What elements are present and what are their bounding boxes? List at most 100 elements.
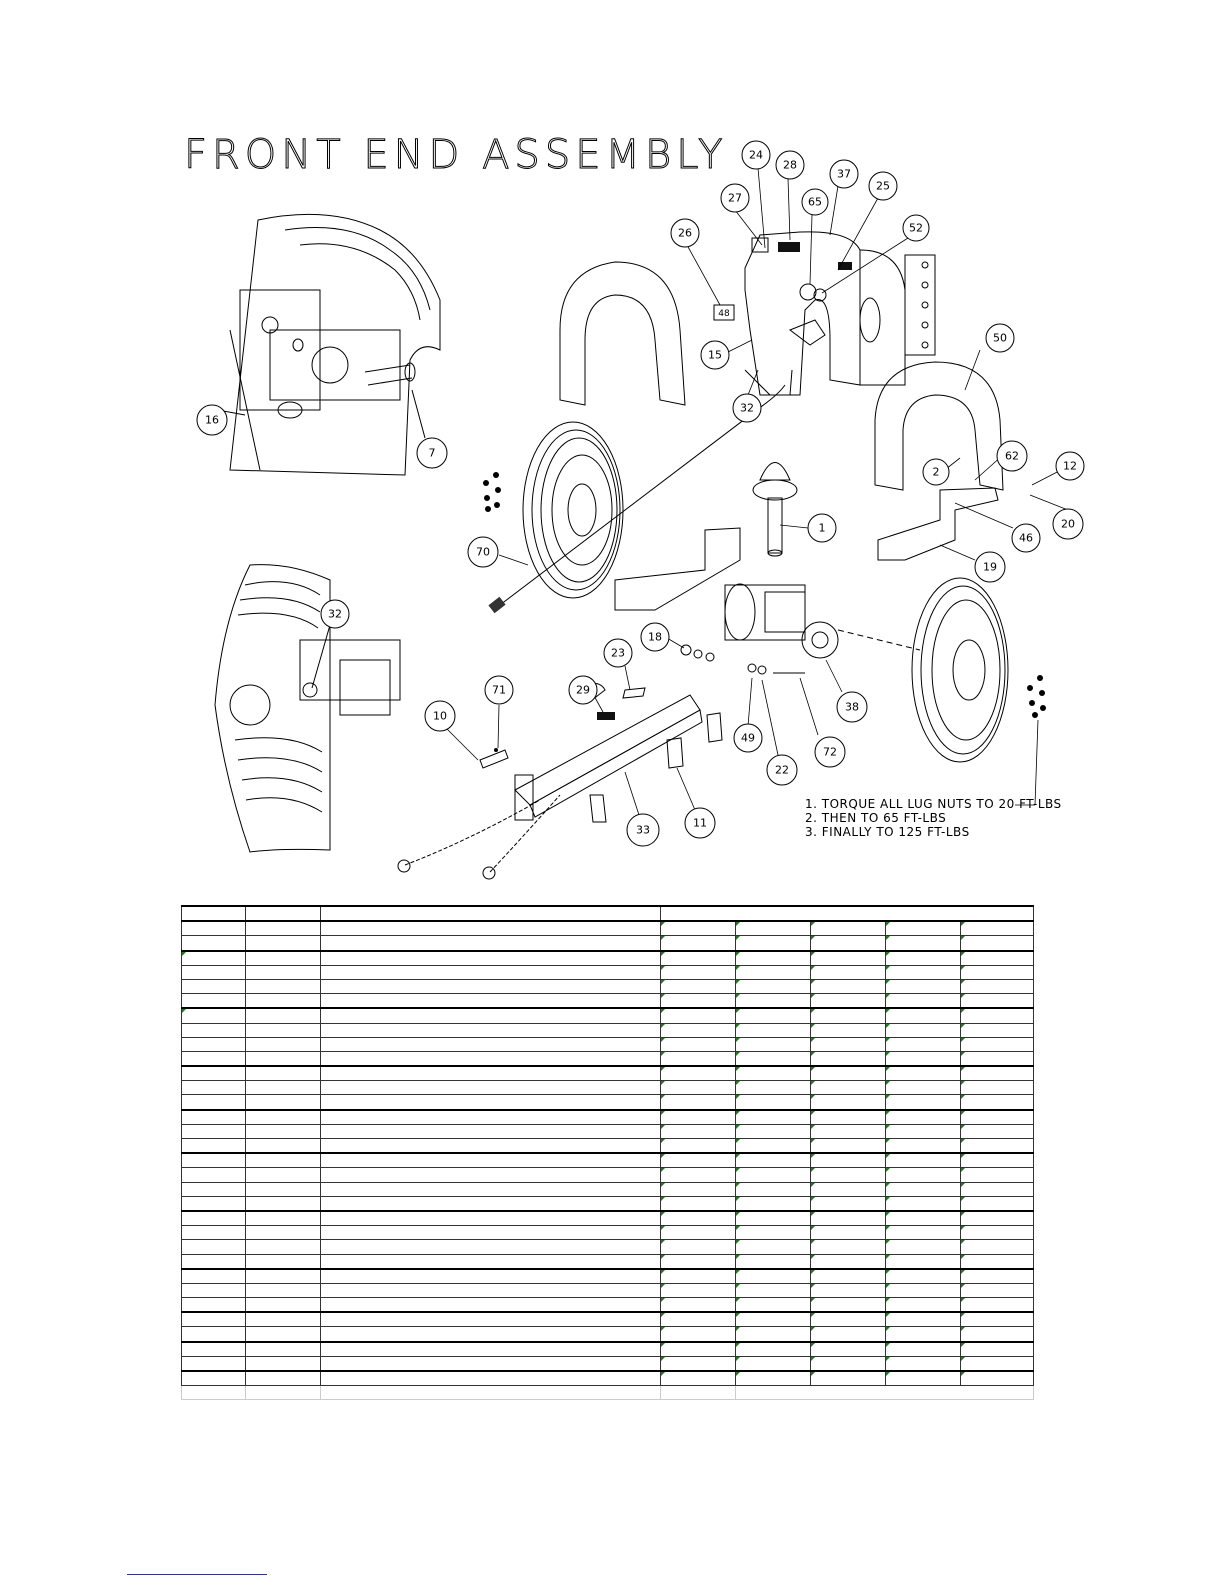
parts-list-table: [181, 904, 1035, 1401]
svg-text:2: 2: [933, 466, 940, 479]
table-cell: [245, 1268, 321, 1284]
table-cell: [735, 921, 811, 937]
table-cell: [885, 950, 961, 966]
table-cell: [959, 1109, 1035, 1125]
table-cell: [959, 1167, 1035, 1183]
parts-grid: [181, 904, 1035, 1401]
svg-text:49: 49: [741, 732, 755, 745]
table-cell: [735, 1094, 811, 1111]
footer-link-underline[interactable]: [127, 1574, 267, 1575]
table-cell: [181, 1094, 246, 1111]
table-cell: [245, 1254, 321, 1270]
table-cell: [660, 979, 736, 995]
table-cell: [959, 1066, 1035, 1082]
table-row: [181, 935, 1035, 952]
table-row: [181, 1326, 1035, 1343]
table-cell: [181, 1225, 246, 1241]
table-cell: [959, 1283, 1035, 1299]
table-cell: [959, 1239, 1035, 1255]
svg-text:50: 50: [993, 332, 1007, 345]
table-cell: [181, 1124, 246, 1140]
table-cell: [181, 993, 246, 1010]
table-cell: [959, 1153, 1035, 1169]
table-cell: [959, 1051, 1035, 1068]
table-cell: [660, 1080, 736, 1096]
table-cell: [181, 1182, 246, 1197]
svg-text:7: 7: [429, 447, 436, 460]
table-row: [181, 1254, 1035, 1270]
wheel-left: [483, 421, 624, 599]
table-cell: [245, 1051, 321, 1068]
fender-right: [874, 361, 1004, 491]
table-cell: [320, 979, 661, 995]
table-cell: [245, 1341, 321, 1357]
table-cell: [245, 1210, 321, 1227]
table-cell: [810, 1008, 886, 1024]
table-cell: [810, 1124, 886, 1140]
table-cell: [245, 1080, 321, 1096]
table-row: [181, 1225, 1035, 1241]
table-cell: [735, 1210, 811, 1227]
table-cell: [735, 1109, 811, 1125]
table-header-cell: [320, 904, 661, 923]
table-cell: [810, 1037, 886, 1052]
table-cell: [245, 1326, 321, 1343]
callout-20: 20: [1052, 508, 1084, 540]
svg-text:46: 46: [1019, 532, 1033, 545]
table-cell: [810, 1254, 886, 1270]
table-cell: [885, 1283, 961, 1299]
svg-text:71: 71: [492, 684, 506, 697]
svg-text:11: 11: [693, 817, 707, 830]
table-cell: [660, 1023, 736, 1038]
table-row: [181, 1371, 1035, 1387]
table-cell: [181, 1066, 246, 1082]
table-row: [181, 1051, 1035, 1068]
table-cell: [245, 1153, 321, 1169]
table-cell: [660, 1371, 736, 1387]
svg-text:29: 29: [576, 684, 590, 697]
table-cell: [810, 1239, 886, 1255]
table-cell: [660, 965, 736, 980]
callout-65: 65: [801, 188, 829, 216]
table-cell: [245, 1283, 321, 1299]
table-cell: [181, 1023, 246, 1038]
table-cell: [181, 1196, 246, 1212]
page-title: FRONT END ASSEMBLY: [184, 132, 728, 178]
table-cell: [320, 1268, 661, 1284]
callout-16: 16: [196, 404, 228, 436]
table-cell: [810, 921, 886, 937]
table-cell: [885, 1138, 961, 1155]
svg-text:18: 18: [648, 631, 662, 644]
svg-text:52: 52: [909, 222, 923, 235]
table-row: [181, 1109, 1035, 1125]
table-cell: [885, 965, 961, 980]
table-cell: [245, 950, 321, 966]
svg-text:38: 38: [845, 701, 859, 714]
table-cell: [959, 935, 1035, 952]
callout-15: 15: [700, 340, 730, 370]
table-cell: [320, 1297, 661, 1314]
table-row: [181, 1008, 1035, 1024]
table-cell: [320, 1153, 661, 1169]
table-cell: [885, 935, 961, 952]
table-cell: [735, 1254, 811, 1270]
table-cell: [660, 1196, 736, 1212]
table-cell: [885, 1080, 961, 1096]
table-cell: [245, 1037, 321, 1052]
table-cell: [885, 1225, 961, 1241]
svg-text:22: 22: [775, 764, 789, 777]
table-cell: [959, 1210, 1035, 1227]
table-cell: [660, 1341, 736, 1357]
table-cell: [735, 1341, 811, 1357]
callout-70: 70: [467, 536, 499, 568]
table-cell: [245, 1297, 321, 1314]
svg-text:23: 23: [611, 647, 625, 660]
table-cell: [245, 935, 321, 952]
table-cell: [660, 1109, 736, 1125]
table-header-row: [181, 904, 1035, 923]
table-cell: [735, 979, 811, 995]
table-cell: [959, 1037, 1035, 1052]
callout-62: 62: [996, 440, 1028, 472]
table-cell: [885, 1326, 961, 1343]
callout-37: 37: [829, 159, 859, 189]
